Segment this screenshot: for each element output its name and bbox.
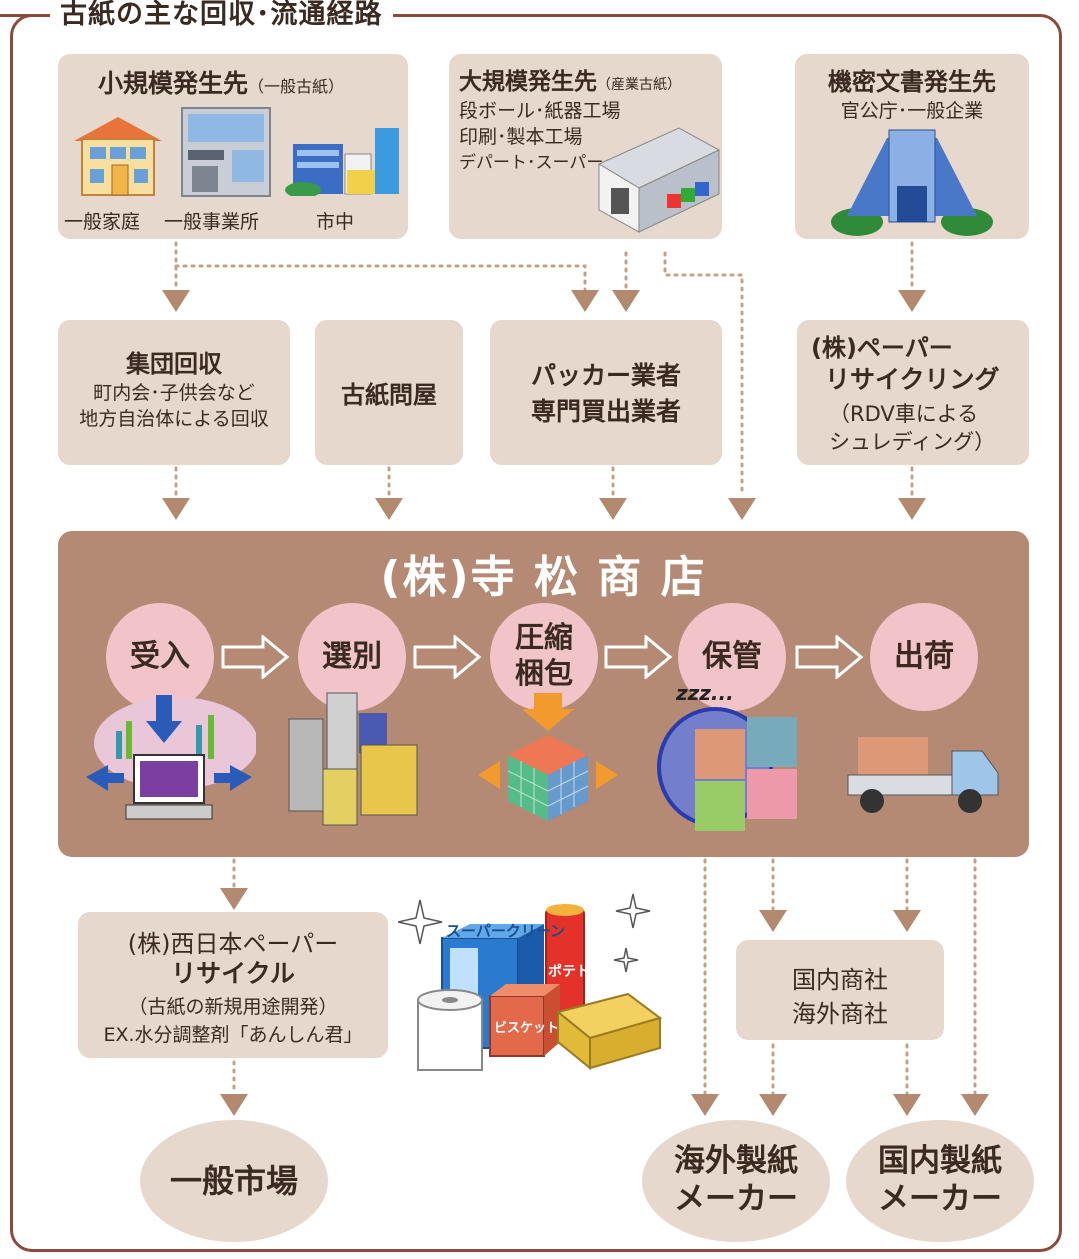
domestic-maker-line-1: 国内製紙 xyxy=(878,1143,1002,1179)
compressed-bale-icon xyxy=(478,693,618,821)
arrow-right-icon xyxy=(221,635,290,679)
small-source-sub: （一般古紙） xyxy=(248,77,345,96)
large-source-line-1: 段ボール･紙器工場 xyxy=(459,100,621,122)
factory-icon xyxy=(597,127,721,233)
domestic-maker-node: 国内製紙 メーカー xyxy=(846,1120,1034,1242)
source-label-household: 一般家庭 xyxy=(64,211,141,233)
large-source-sub: （産業古紙） xyxy=(597,77,681,93)
diagram-frame xyxy=(10,14,1062,1252)
step-sorting-label: 選別 xyxy=(322,639,382,674)
large-source-line-3: デパート･スーパー xyxy=(459,153,604,173)
step-compression-line-2: 梱包 xyxy=(514,656,573,690)
government-building-icon xyxy=(831,129,993,236)
large-source-line-2: 印刷･製本工場 xyxy=(459,126,583,148)
packer-box: パッカー業者 専門買出業者 xyxy=(490,320,722,465)
step-receiving-label: 受入 xyxy=(130,639,190,674)
computer-data-icon xyxy=(86,695,256,820)
nishinihon-line-2: リサイクル xyxy=(171,959,295,988)
recycled-products-icon: スーパークリーン ポテト ビスケット xyxy=(398,893,663,1071)
confidential-source-box: 機密文書発生先 官公庁･一般企業 xyxy=(795,54,1029,239)
source-label-town: 市中 xyxy=(316,211,355,233)
paper-recycling-box: (株)ペーパー リサイクリング （RDV車による シュレディング） xyxy=(797,320,1029,465)
source-label-office: 一般事業所 xyxy=(164,211,260,233)
arrow-right-icon xyxy=(795,635,864,679)
delivery-truck-icon xyxy=(847,737,999,813)
paper-recycling-line-3: （RDV車による xyxy=(829,402,979,426)
company-name: (株)寺 松 商 店 xyxy=(380,552,707,603)
trading-line-2: 海外商社 xyxy=(792,1000,888,1028)
city-buildings-icon xyxy=(285,128,399,196)
nishinihon-line-4: EX.水分調整剤「あんしん君」 xyxy=(103,1024,363,1046)
group-collection-line-2: 地方自治体による回収 xyxy=(79,408,269,430)
overseas-maker-line-1: 海外製紙 xyxy=(674,1143,798,1179)
product-label-potato: ポテト xyxy=(548,963,590,980)
small-scale-source-box: 小規模発生先（一般古紙） 一般家庭 一般事業所 市中 xyxy=(58,54,408,239)
small-source-heading: 小規模発生先 xyxy=(98,69,249,98)
step-compression-line-1: 圧縮 xyxy=(514,620,573,654)
house-icon xyxy=(74,117,162,196)
confidential-source-sub: 官公庁･一般企業 xyxy=(840,100,984,122)
nishinihon-recycle-box: (株)西日本ペーパー リサイクル （古紙の新規用途開発） EX.水分調整剤「あん… xyxy=(78,912,388,1058)
group-collection-line-1: 町内会･子供会など xyxy=(93,382,255,404)
step-shipping-label: 出荷 xyxy=(894,639,954,674)
office-building-icon xyxy=(181,107,271,197)
packer-line-2: 専門買出業者 xyxy=(530,397,681,426)
trading-company-box: 国内商社 海外商社 xyxy=(736,940,944,1040)
trading-line-1: 国内商社 xyxy=(792,966,888,994)
sleep-zzz-text: zzz... xyxy=(676,681,734,705)
overseas-maker-line-2: メーカー xyxy=(674,1181,798,1217)
paper-recycling-line-2: リサイクリング xyxy=(825,365,1000,394)
arrow-right-icon xyxy=(604,635,673,679)
title-dash xyxy=(0,14,50,17)
sorted-paper-stacks-icon xyxy=(288,692,418,826)
step-receiving: 受入 xyxy=(106,603,214,711)
arrow-right-icon xyxy=(413,635,482,679)
product-label-biscuit: ビスケット xyxy=(494,1020,559,1036)
paper-recycling-line-4: シュレディング） xyxy=(829,430,996,454)
company-process-panel: (株)寺 松 商 店 受入 選別 圧縮 梱包 保管 出荷 xyxy=(58,531,1029,857)
step-shipping: 出荷 xyxy=(870,603,978,711)
packer-line-1: パッカー業者 xyxy=(530,361,681,390)
nishinihon-line-1: (株)西日本ペーパー xyxy=(127,930,339,958)
diagram-title: 古紙の主な回収･流通経路 xyxy=(50,0,393,30)
overseas-maker-node: 海外製紙 メーカー xyxy=(642,1120,830,1242)
general-market-node: 一般市場 xyxy=(140,1120,328,1242)
step-storage: 保管 xyxy=(678,603,786,711)
product-label-clean: スーパークリーン xyxy=(446,922,565,940)
step-compression: 圧縮 梱包 xyxy=(490,603,598,711)
nishinihon-line-3: （古紙の新規用途開発） xyxy=(128,996,338,1018)
wholesaler-box: 古紙問屋 xyxy=(315,320,463,465)
domestic-maker-line-2: メーカー xyxy=(878,1181,1002,1217)
confidential-source-heading: 機密文書発生先 xyxy=(828,68,996,96)
paper-recycling-line-1: (株)ペーパー xyxy=(811,334,953,362)
step-storage-label: 保管 xyxy=(702,639,762,674)
general-market-label: 一般市場 xyxy=(169,1162,298,1200)
stored-bales-icon xyxy=(657,707,797,831)
large-source-heading: 大規模発生先 xyxy=(459,69,597,95)
group-collection-heading: 集団回収 xyxy=(126,350,222,378)
group-collection-box: 集団回収 町内会･子供会など 地方自治体による回収 xyxy=(58,320,290,465)
large-scale-source-box: 大規模発生先（産業古紙） 段ボール･紙器工場 印刷･製本工場 デパート･スーパー xyxy=(449,54,722,239)
wholesaler-heading: 古紙問屋 xyxy=(341,381,437,409)
